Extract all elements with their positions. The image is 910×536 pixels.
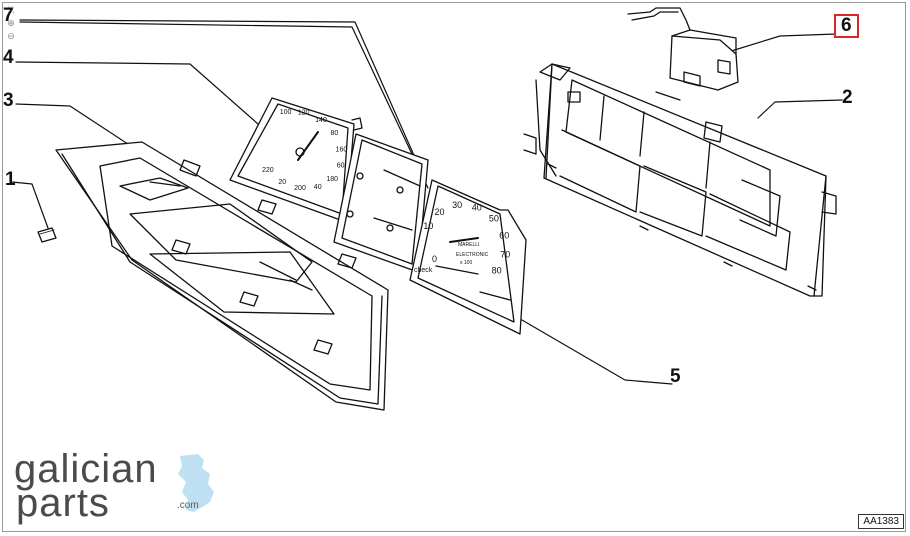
gauge-scale-label: 80 (331, 130, 339, 137)
expand-icon[interactable]: ⛶ (7, 5, 15, 15)
gauge-scale-label: 60 (499, 231, 509, 241)
tachometer-label: ELECTRONIC (456, 252, 489, 258)
callout-3[interactable]: 3 (3, 90, 14, 111)
gauge-scale-label: 60 (337, 163, 345, 170)
zoom-toolbar[interactable]: ⛶ ⊕ ⊖ (5, 4, 17, 42)
part-1-bulb (37, 227, 57, 243)
callout-4[interactable]: 4 (3, 47, 14, 68)
gauge-scale-label: 120 (298, 110, 310, 117)
gauge-scale-label: 180 (326, 176, 338, 183)
gauge-scale-label: 20 (278, 179, 286, 186)
gauge-scale-label: 40 (472, 203, 482, 213)
gauge-scale-label: 70 (500, 250, 510, 260)
gauge-scale-label: 40 (314, 184, 322, 191)
callout-5[interactable]: 5 (670, 366, 681, 387)
gauge-scale-label: 30 (452, 200, 462, 210)
leader-lines (11, 19, 843, 385)
callout-1[interactable]: 1 (5, 169, 16, 190)
reference-code: AA1383 (858, 514, 904, 529)
callout-7[interactable]: 7 (3, 5, 14, 26)
zoom-in-icon[interactable]: ⊕ (7, 18, 15, 28)
gauge-scale-label: 50 (489, 214, 499, 224)
logo-suffix: .com (177, 500, 199, 511)
gauge-scale-label: 200 (294, 185, 306, 192)
callout-6[interactable]: 6 (834, 14, 859, 38)
part-3-frame (55, 141, 389, 411)
logo-word-2: parts (16, 481, 110, 525)
logo-word-1: galician (14, 447, 158, 491)
galicianparts-logo: galician parts .com (14, 447, 214, 525)
tachometer-label: MARELLI (458, 242, 479, 248)
callout-2[interactable]: 2 (842, 87, 853, 108)
gauge-scale-label: 220 (262, 167, 274, 174)
zoom-out-icon[interactable]: ⊖ (7, 31, 15, 41)
gauge-scale-label: 160 (336, 146, 348, 153)
tachometer-label: check (414, 267, 433, 274)
gauge-scale-label: 0 (432, 254, 437, 264)
tachometer-text: MARELLI ELECTRONIC x 100 check (414, 242, 489, 274)
speedometer-scale: 100 120 140 80 160 60 180 40 200 20 220 (262, 109, 347, 192)
tachometer-label: x 100 (460, 260, 472, 266)
gauge-scale-label: 140 (315, 117, 327, 124)
part-5-tachometer (409, 179, 527, 335)
galicia-map-icon (178, 454, 214, 512)
gauge-scale-label: 80 (492, 266, 502, 276)
gauge-scale-label: 10 (423, 221, 433, 231)
gauge-scale-label: 20 (434, 207, 444, 217)
gauge-scale-label: 100 (280, 109, 292, 116)
part-2-housing (523, 63, 837, 297)
part-6-module (627, 7, 739, 91)
